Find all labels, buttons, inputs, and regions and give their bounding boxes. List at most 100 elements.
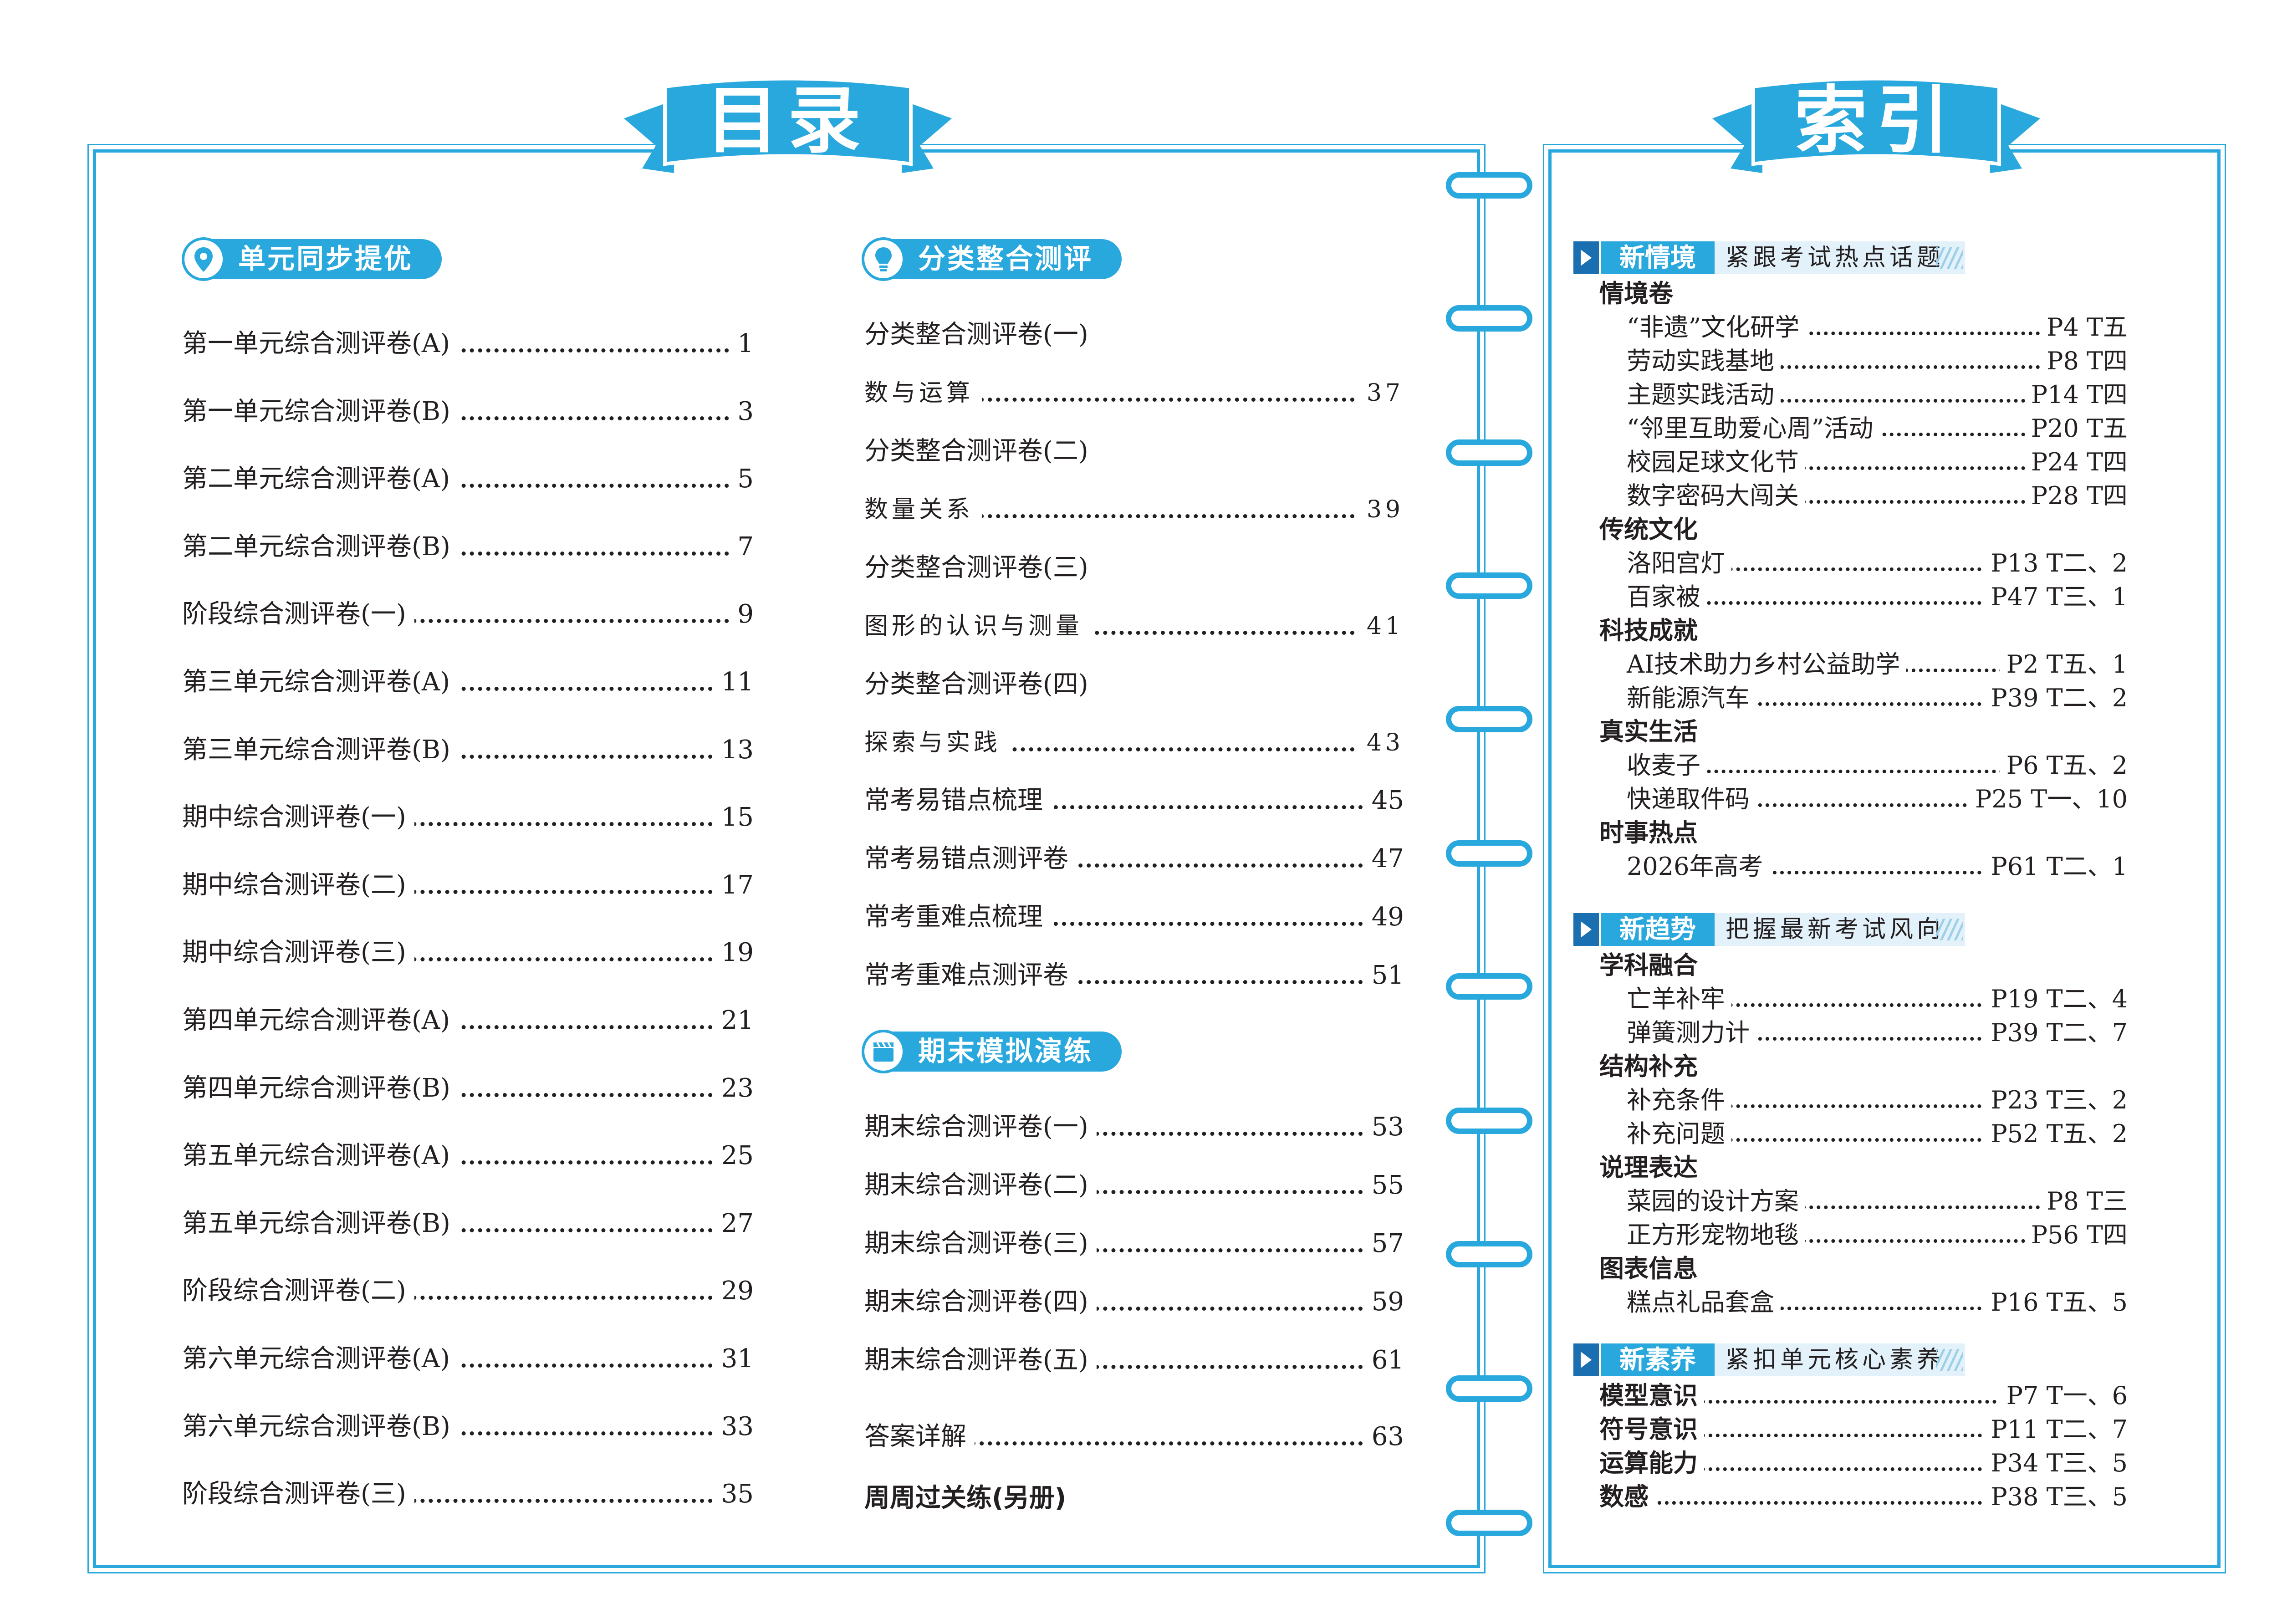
toc-group-title[interactable]: 分类整合测评卷(二) (864, 436, 1088, 466)
index-category: 图表信息 (1599, 1254, 1698, 1283)
index-entry-label: 收麦子 (1627, 750, 1707, 781)
index-entry-label: 新能源汽车 (1627, 682, 1756, 714)
toc-entry[interactable]: 期中综合测评卷(一)15 (182, 799, 754, 836)
index-section-name: 新情境 (1601, 241, 1715, 274)
arrow-right-icon (1573, 913, 1599, 946)
toc-entry-label: 常考易错点测评卷 (864, 841, 1077, 877)
toc-entry-label: 数量关系 (864, 491, 982, 528)
index-category: 学科融合 (1599, 951, 1698, 980)
toc-group-title[interactable]: 分类整合测评卷(一) (864, 320, 1088, 349)
toc-entry-label: 期中综合测评卷(二) (182, 867, 414, 904)
toc-entry[interactable]: 第五单元综合测评卷(B)27 (182, 1205, 754, 1242)
toc-entry-page: 17 (713, 867, 754, 904)
toc-entry[interactable]: 第一单元综合测评卷(A)1 (182, 326, 754, 362)
toc-entry-page: 9 (729, 596, 754, 633)
binder-ring (1446, 439, 1532, 466)
toc-group-title[interactable]: 分类整合测评卷(四) (864, 669, 1088, 699)
toc-entry[interactable]: 第四单元综合测评卷(B)23 (182, 1070, 754, 1107)
toc-entry-page: 45 (1363, 782, 1404, 819)
unit-section-label: 单元同步提优 (238, 243, 413, 275)
toc-entry-page: 61 (1363, 1342, 1404, 1379)
toc-entry[interactable]: 第三单元综合测评卷(B)13 (182, 731, 754, 768)
index-entry-label: 菜园的设计方案 (1627, 1185, 1805, 1217)
toc-entry[interactable]: 第四单元综合测评卷(A)21 (182, 1002, 754, 1039)
toc-entry[interactable]: 第三单元综合测评卷(A)11 (182, 664, 754, 700)
toc-group-title[interactable]: 分类整合测评卷(三) (864, 553, 1088, 582)
toc-entry-page: 59 (1363, 1284, 1404, 1320)
toc-entry[interactable]: 第一单元综合测评卷(B)3 (182, 393, 754, 430)
toc-entry-page: 33 (713, 1408, 754, 1445)
toc-entry[interactable]: 期末综合测评卷(一)53 (864, 1109, 1404, 1145)
toc-entry[interactable]: 期末综合测评卷(三)57 (864, 1226, 1404, 1262)
binder-ring (1446, 1108, 1532, 1134)
toc-entry[interactable]: 第五单元综合测评卷(A)25 (182, 1138, 754, 1175)
index-entry-ref: P11 T二、7 (1984, 1414, 2128, 1445)
toc-entry[interactable]: 期末综合测评卷(二)55 (864, 1167, 1404, 1204)
toc-entry[interactable]: 期中综合测评卷(二) 17 (182, 867, 754, 904)
toc-entry[interactable]: 期末综合测评卷(五)61 (864, 1342, 1404, 1379)
toc-entry[interactable]: 阶段综合测评卷(三)35 (182, 1476, 754, 1513)
toc-entry[interactable]: 阶段综合测评卷(一)9 (182, 596, 754, 633)
leader-dots (864, 398, 1404, 402)
leader-dots (864, 747, 1404, 751)
leader-dots (182, 687, 754, 691)
index-category: 科技成就 (1599, 616, 1698, 645)
toc-entry-label: 数与运算 (864, 375, 982, 411)
toc-entry-page: 43 (1358, 725, 1404, 761)
index-section-name: 新趋势 (1601, 913, 1715, 946)
index-category: 结构补充 (1599, 1052, 1698, 1081)
index-entry-ref: P61 T二、1 (1984, 851, 2128, 883)
answers-row[interactable]: 答案详解 63 (864, 1419, 1404, 1455)
index-entry-ref: P34 T三、5 (1984, 1447, 2128, 1479)
leader-dots (1627, 601, 2128, 605)
toc-entry-label: 第三单元综合测评卷(A) (182, 664, 459, 700)
toc-entry-label: 图形的认识与测量 (864, 608, 1092, 644)
toc-entry-label: 第二单元综合测评卷(A) (182, 461, 459, 498)
toc-entry-label: 期末综合测评卷(四) (864, 1284, 1097, 1320)
index-entry-label: 2026年高考 (1627, 851, 1770, 883)
toc-entry[interactable]: 第六单元综合测评卷(B)33 (182, 1408, 754, 1445)
index-entry[interactable]: 2026年高考 P61 T二、1 (1627, 851, 2128, 883)
leader-dots (864, 631, 1404, 635)
toc-entry[interactable]: 第二单元综合测评卷(B)7 (182, 528, 754, 565)
toc-entry[interactable]: 第二单元综合测评卷(A)5 (182, 461, 754, 498)
toc-entry[interactable]: 第六单元综合测评卷(A)31 (182, 1341, 754, 1377)
index-section-tagline: 把握最新考试风向 (1715, 913, 1965, 946)
index-entry-ref: P4 T五 (2040, 312, 2128, 343)
contents-title: 目录 (706, 78, 870, 163)
toc-entry[interactable]: 阶段综合测评卷(二)29 (182, 1273, 754, 1310)
toc-entry[interactable]: 期末综合测评卷(四) 59 (864, 1284, 1404, 1320)
toc-entry[interactable]: 期中综合测评卷(三)19 (182, 935, 754, 971)
